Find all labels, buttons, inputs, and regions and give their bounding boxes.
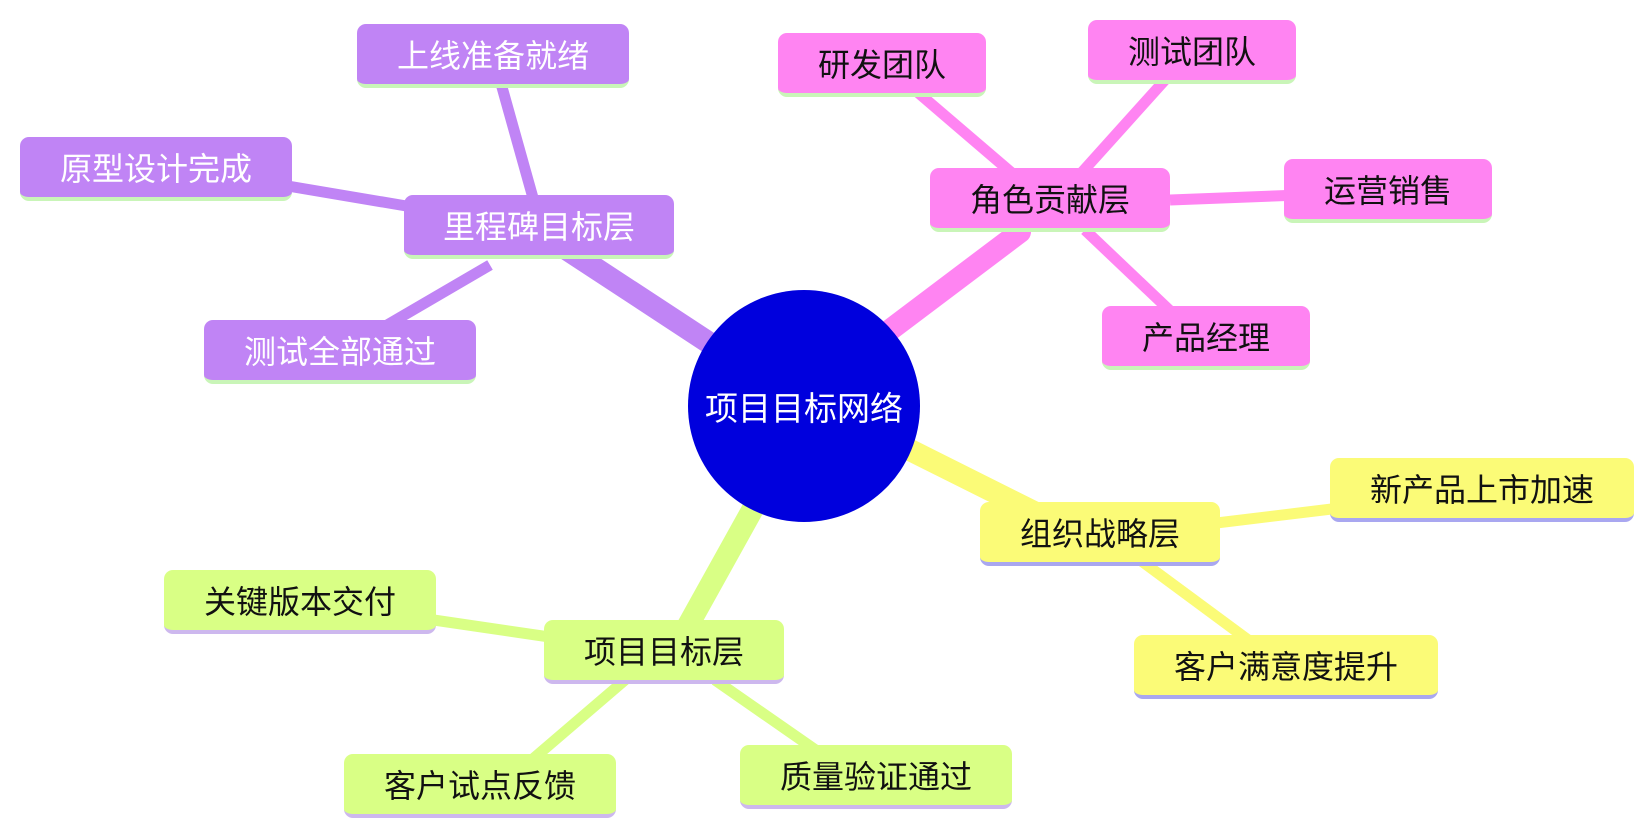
branch-project[interactable]: 项目目标层 xyxy=(544,620,784,684)
branch-role[interactable]: 角色贡献层 xyxy=(930,168,1170,232)
edge-milestone-prototype xyxy=(269,177,431,216)
edge-milestone-launch xyxy=(494,78,541,207)
branch-strategy[interactable]: 组织战略层 xyxy=(980,502,1220,566)
node-launch-acceleration[interactable]: 新产品上市加速 xyxy=(1330,458,1634,522)
node-product-manager[interactable]: 产品经理 xyxy=(1102,306,1310,370)
node-test-team[interactable]: 测试团队 xyxy=(1088,20,1296,84)
edge-center-project xyxy=(669,494,766,651)
edge-strategy-satisfaction xyxy=(1136,555,1259,650)
central-topic[interactable]: 项目目标网络 xyxy=(688,290,920,522)
node-tests-passed[interactable]: 测试全部通过 xyxy=(204,320,476,384)
edge-role-test xyxy=(1070,76,1170,184)
node-key-release[interactable]: 关键版本交付 xyxy=(164,570,436,634)
node-ops-sales[interactable]: 运营销售 xyxy=(1284,159,1492,223)
node-quality-verified[interactable]: 质量验证通过 xyxy=(740,745,1012,809)
node-dev-team[interactable]: 研发团队 xyxy=(778,33,986,97)
edge-strategy-launch-speed xyxy=(1199,502,1341,531)
edge-center-milestone xyxy=(549,234,731,361)
branch-milestone[interactable]: 里程碑目标层 xyxy=(404,195,674,259)
node-prototype-done[interactable]: 原型设计完成 xyxy=(20,137,292,201)
node-customer-satisfaction[interactable]: 客户满意度提升 xyxy=(1134,635,1438,699)
node-pilot-feedback[interactable]: 客户试点反馈 xyxy=(344,754,616,818)
edge-role-ops xyxy=(1169,189,1301,206)
edge-role-dev xyxy=(911,85,1024,185)
edge-center-role xyxy=(879,221,1031,341)
node-launch-ready[interactable]: 上线准备就绪 xyxy=(357,24,629,88)
